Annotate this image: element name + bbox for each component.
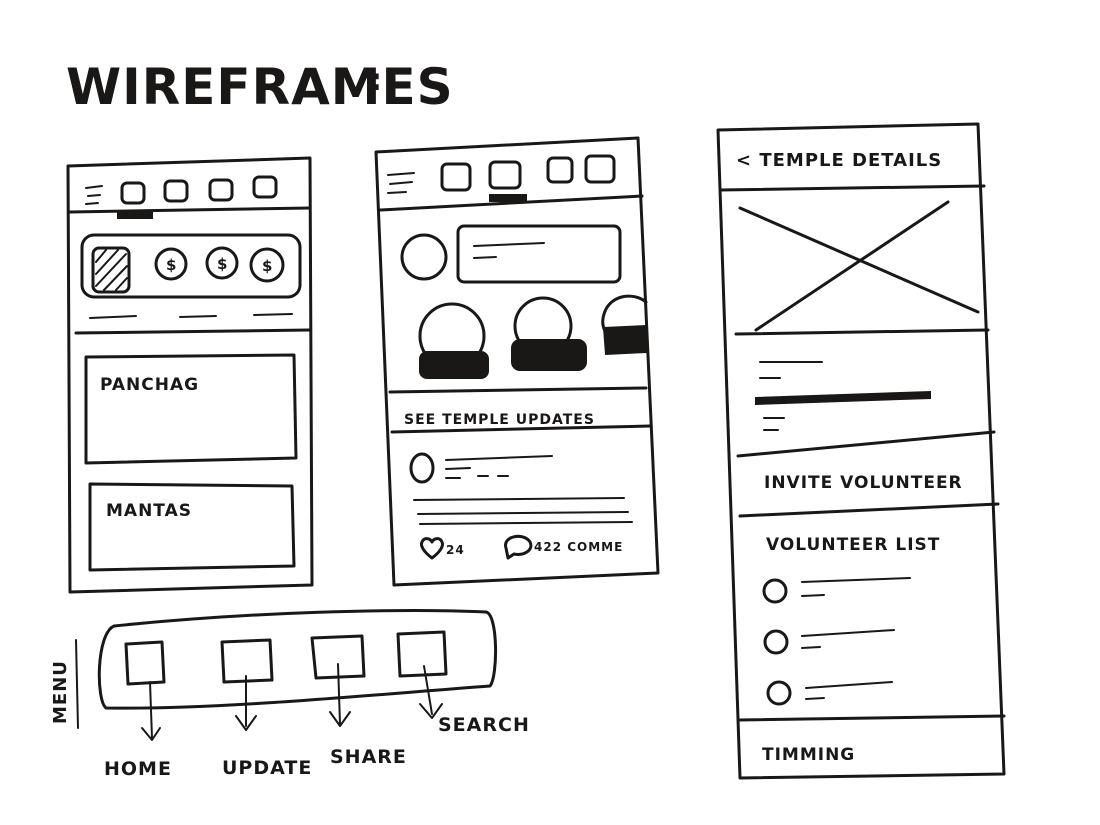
text-line <box>763 417 785 431</box>
active-tab-indicator <box>489 194 527 202</box>
section-divider <box>736 430 996 458</box>
coin-symbol: $ <box>262 257 273 275</box>
post-meta-lines <box>445 455 553 479</box>
list-item <box>766 680 893 706</box>
likes-count: 24 <box>446 543 465 557</box>
comment-icon[interactable] <box>504 534 533 560</box>
heart-icon[interactable] <box>420 537 444 560</box>
story-item <box>418 302 489 379</box>
header-divider <box>68 206 312 214</box>
image-placeholder-icon <box>91 246 131 294</box>
menu-home-icon[interactable] <box>124 640 166 686</box>
section-divider <box>390 424 652 434</box>
menu-annotation: Menu Home Update Share Search <box>50 609 530 780</box>
coin-symbol: $ <box>166 256 177 274</box>
invite-volunteer-button[interactable]: Invite volunteer <box>764 473 963 493</box>
page-title: Wireframes <box>66 58 454 116</box>
hamburger-icon <box>85 185 103 205</box>
card-label: Panchag <box>100 375 199 395</box>
header-divider <box>718 184 986 192</box>
comments-count: 422 comme <box>534 540 623 554</box>
post-body-lines <box>413 497 633 525</box>
section-divider <box>738 502 1000 518</box>
see-updates-link[interactable]: See temple updates <box>404 412 595 428</box>
menu-share-icon[interactable] <box>310 634 366 680</box>
card-panchag <box>84 353 298 465</box>
section-divider <box>734 328 990 336</box>
section-divider <box>388 386 648 394</box>
arrow <box>235 675 257 731</box>
menu-side-rule <box>75 639 79 729</box>
text-line <box>473 242 545 259</box>
details-header-title[interactable]: < Temple details <box>736 150 942 171</box>
nav-tab-icon <box>488 160 522 190</box>
nav-tab-icon <box>208 178 234 202</box>
menu-bar <box>97 609 498 710</box>
avatar <box>400 233 448 281</box>
nav-tab-icon <box>584 154 616 184</box>
title-colon: : <box>370 63 383 98</box>
header-divider <box>378 194 644 212</box>
coin-symbol: $ <box>217 255 228 273</box>
coin-icon <box>154 247 188 281</box>
screen-home: $ $ $ Panchag Mantas <box>66 156 314 594</box>
arrow <box>329 663 351 727</box>
card-mantas <box>88 482 296 572</box>
nav-tab-icon <box>120 181 146 205</box>
nav-tab-icon <box>546 156 574 184</box>
menu-search-icon[interactable] <box>396 630 448 678</box>
arrow <box>419 665 443 719</box>
nav-tab-icon <box>440 162 472 192</box>
screen-temple-details: < Temple details Invite volunteer Volunt… <box>716 122 1006 780</box>
arrow <box>141 681 161 741</box>
menu-label-search: Search <box>438 714 530 736</box>
coin-icon <box>205 246 239 280</box>
icon-row-container <box>80 233 302 299</box>
volunteer-list-heading: Volunteer list <box>766 535 940 555</box>
nav-tab-icon <box>252 175 278 199</box>
post-avatar <box>409 452 435 484</box>
progress-bar <box>755 390 931 406</box>
menu-label-share: Share <box>330 746 407 768</box>
card-label: Mantas <box>106 501 192 521</box>
nav-tab-icon <box>163 179 189 203</box>
screen-updates: See temple updates 24 422 comme <box>374 136 660 587</box>
story-item <box>511 296 587 371</box>
section-divider <box>738 714 1006 722</box>
hamburger-icon <box>387 172 415 194</box>
menu-side-label: Menu <box>50 660 71 724</box>
post-input-box <box>456 224 622 284</box>
screen-details-frame <box>716 122 1006 780</box>
story-item <box>601 294 648 356</box>
list-item <box>763 629 895 655</box>
active-tab-indicator <box>117 211 153 219</box>
coin-icon <box>249 247 285 283</box>
text-line <box>759 361 823 379</box>
screen-home-frame <box>66 156 314 594</box>
section-divider <box>74 328 312 335</box>
list-item <box>762 577 911 604</box>
menu-update-icon[interactable] <box>220 638 274 684</box>
timing-label: Timming <box>762 745 855 765</box>
screen-updates-frame <box>374 136 660 587</box>
menu-label-home: Home <box>104 758 172 780</box>
dash-line <box>89 313 293 319</box>
menu-label-update: Update <box>222 757 312 779</box>
image-placeholder <box>738 200 980 332</box>
